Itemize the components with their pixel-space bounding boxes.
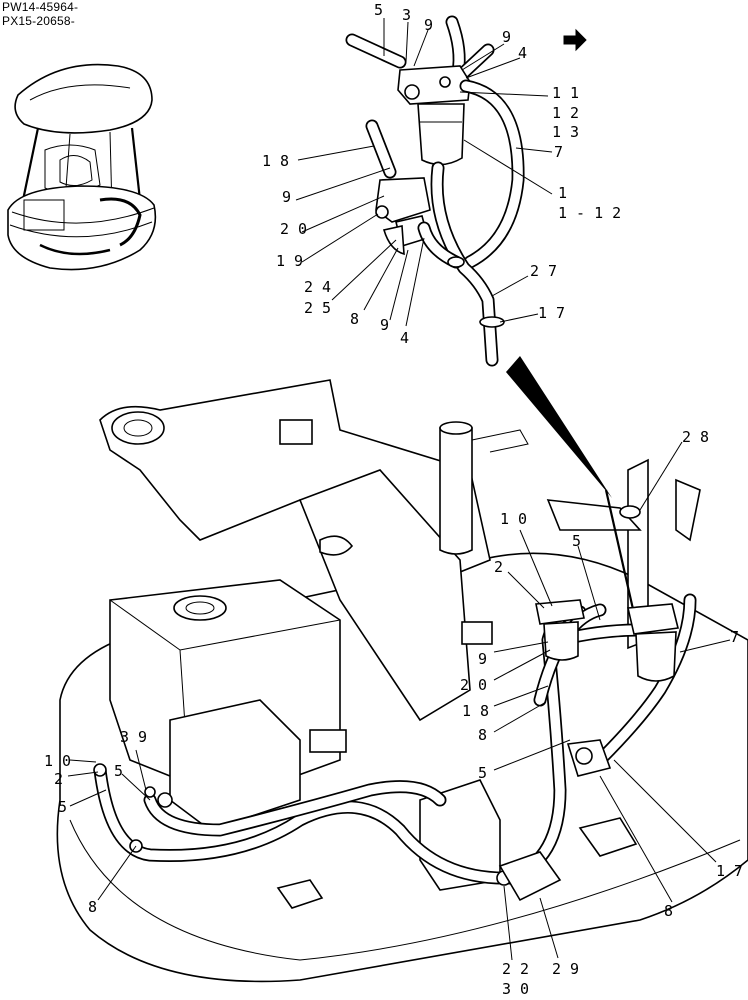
callout-8: 8 (478, 726, 487, 744)
callout-2: 2 (54, 770, 63, 788)
callout-19: 1 9 (276, 252, 303, 270)
callout-2: 2 (494, 558, 503, 576)
callout-17: 1 7 (538, 304, 565, 322)
callout-30: 3 0 (502, 980, 529, 998)
callout-24: 2 4 (304, 278, 331, 296)
callout-18: 1 8 (262, 152, 289, 170)
callout-1-12: 1 - 1 2 (558, 204, 621, 222)
serial-range-1: PW14-45964- (2, 0, 79, 14)
callout-20: 2 0 (460, 676, 487, 694)
callout-5: 5 (572, 532, 581, 550)
callout-9: 9 (282, 188, 291, 206)
callout-17: 1 7 (716, 862, 743, 880)
callout-9: 9 (478, 650, 487, 668)
view-direction-arrow (506, 356, 612, 498)
machine-overview-thumbnail (7, 63, 157, 271)
callout-3: 3 (402, 6, 411, 24)
callout-7: 7 (730, 628, 739, 646)
callout-5: 5 (374, 1, 383, 19)
callout-20: 2 0 (280, 220, 307, 238)
callout-9: 9 (424, 16, 433, 34)
callout-9: 9 (380, 316, 389, 334)
callout-13: 1 3 (552, 123, 579, 141)
callout-5: 5 (58, 798, 67, 816)
callout-5: 5 (478, 764, 487, 782)
callout-labels: 5 3 9 9 4 1 1 1 2 1 3 7 1 8 9 1 1 - 1 2 … (44, 1, 743, 998)
serial-range-2: PX15-20658- (2, 14, 75, 28)
callout-22: 2 2 (502, 960, 529, 978)
callout-8: 8 (664, 902, 673, 920)
callout-27: 2 7 (530, 262, 557, 280)
callout-28: 2 8 (682, 428, 709, 446)
callout-10: 1 0 (44, 752, 71, 770)
callout-29: 2 9 (552, 960, 579, 978)
callout-5: 5 (114, 762, 123, 780)
callout-39: 3 9 (120, 728, 147, 746)
callout-25: 2 5 (304, 299, 331, 317)
callout-11: 1 1 (552, 84, 579, 102)
fuel-filter-detail-view (345, 15, 525, 367)
installed-filter-assembly (93, 599, 679, 902)
callout-1: 1 (558, 184, 567, 202)
callout-8: 8 (88, 898, 97, 916)
callout-9: 9 (502, 28, 511, 46)
callout-8: 8 (350, 310, 359, 328)
callout-leaders (67, 18, 731, 961)
callout-10: 1 0 (500, 510, 527, 528)
callout-12: 1 2 (552, 104, 579, 122)
callout-7: 7 (554, 143, 563, 161)
callout-4: 4 (400, 329, 409, 347)
arrow-right-icon[interactable] (563, 28, 587, 52)
upper-frame-assembly (56, 379, 748, 983)
callout-4: 4 (518, 44, 527, 62)
callout-18: 1 8 (462, 702, 489, 720)
